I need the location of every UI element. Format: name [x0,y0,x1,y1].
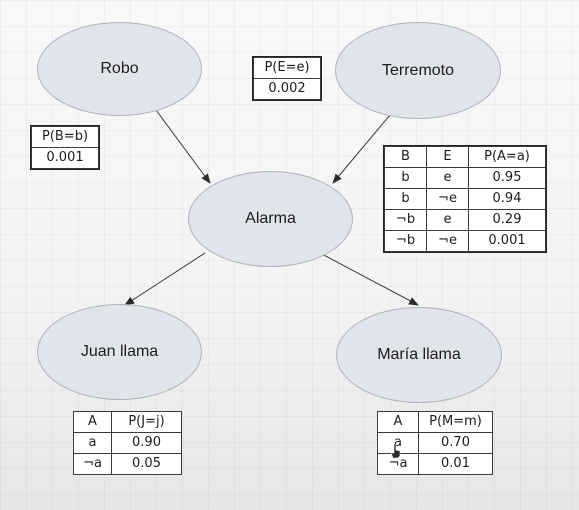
node-alarma[interactable]: Alarma [188,171,353,267]
column-header: B [384,146,427,168]
table-header-row: B E P(A=a) [384,146,546,168]
table-cell: 0.05 [111,453,182,475]
column-header: E [426,146,469,168]
table-row: b e 0.95 [384,167,546,189]
edge-terremoto-alarma [332,114,391,184]
node-maria-llama[interactable]: María llama [336,307,502,403]
cpt-terremoto: P(E=e) 0.002 [252,56,322,101]
column-header: A [73,411,112,433]
table-cell: ¬b [384,230,427,252]
table-cell: ¬b [384,209,427,231]
table-row: ¬b ¬e 0.001 [384,230,546,252]
table-cell: 0.001 [468,230,546,252]
table-header-row: A P(M=m) [377,411,493,433]
table-cell: ¬e [426,188,469,210]
table-cell: e [426,167,469,189]
table-row: b ¬e 0.94 [384,188,546,210]
table-cell: b [384,188,427,210]
table-row: a 0.90 [73,432,182,454]
table-cell: e [426,209,469,231]
node-juan-llama[interactable]: Juan llama [37,304,202,400]
cpt-alarma: B E P(A=a) b e 0.95 b ¬e 0.94 ¬b e 0.29 … [383,145,547,253]
edge-robo-alarma [152,105,211,184]
table-cell: 0.29 [468,209,546,231]
table-header-row: A P(J=j) [73,411,182,433]
cpt-header: P(E=e) [253,57,321,79]
table-row: ¬a 0.05 [73,453,182,475]
cpt-juan-llama: A P(J=j) a 0.90 ¬a 0.05 [73,411,182,475]
table-row: a 0.70 [377,432,493,454]
table-cell: b [384,167,427,189]
table-cell: 0.70 [418,432,493,454]
column-header: A [377,411,419,433]
table-cell: 0.95 [468,167,546,189]
column-header: P(M=m) [418,411,493,433]
mouse-cursor-icon [391,444,401,458]
table-cell: ¬a [73,453,112,475]
table-cell: a [73,432,112,454]
table-cell: ¬e [426,230,469,252]
table-cell: 0.94 [468,188,546,210]
column-header: P(A=a) [468,146,546,168]
cpt-value: 0.001 [31,147,99,169]
node-robo[interactable]: Robo [37,22,202,116]
column-header: P(J=j) [111,411,182,433]
cpt-header: P(B=b) [31,126,99,148]
edge-alarma-juan [124,252,206,306]
edge-alarma-maria [319,252,419,306]
table-cell: 0.01 [418,453,493,475]
table-row: ¬a 0.01 [377,453,493,475]
table-row: ¬b e 0.29 [384,209,546,231]
cpt-maria-llama: A P(M=m) a 0.70 ¬a 0.01 [377,411,493,475]
cpt-value: 0.002 [253,78,321,100]
node-terremoto[interactable]: Terremoto [335,22,501,119]
table-cell: 0.90 [111,432,182,454]
cpt-robo: P(B=b) 0.001 [30,125,100,170]
